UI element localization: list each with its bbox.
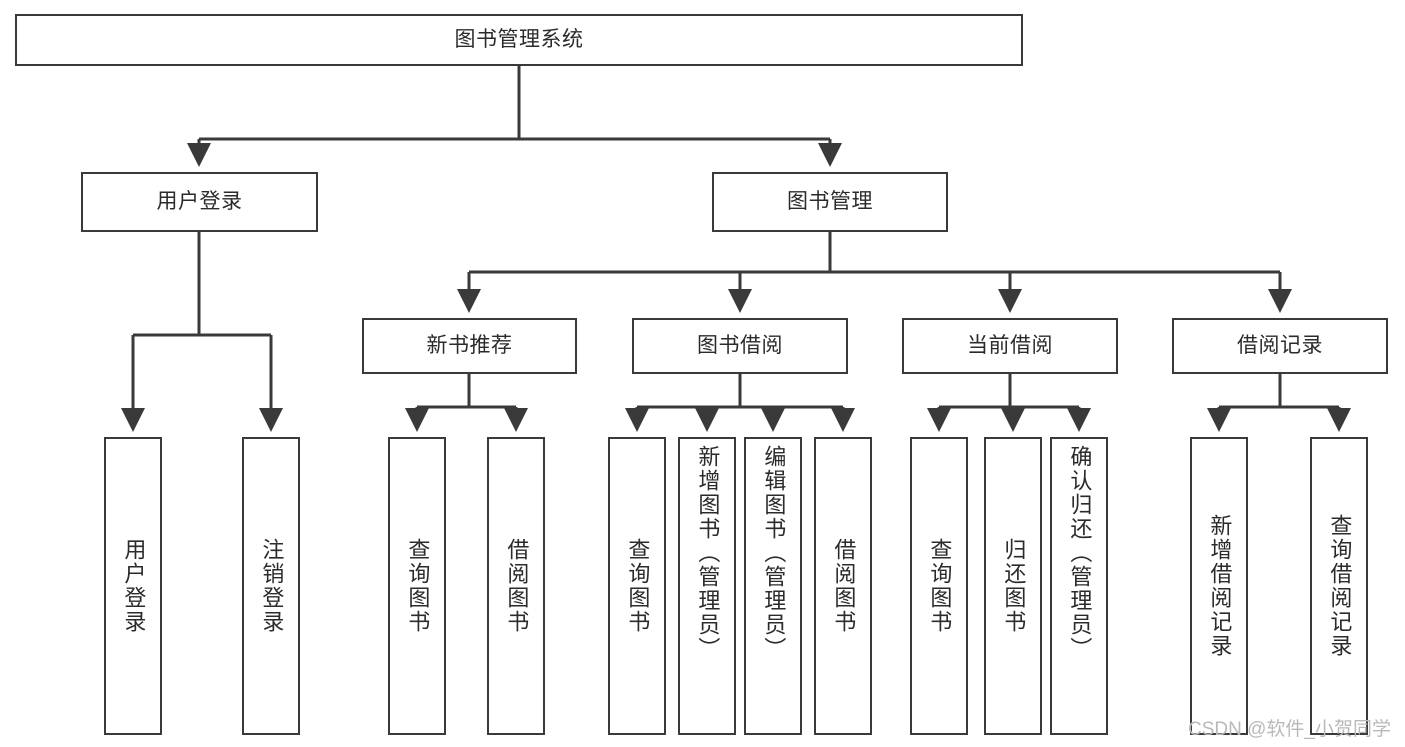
leaf-node[interactable]: 用户登录 xyxy=(104,437,162,735)
node-label: 图书管理 xyxy=(787,189,873,213)
node-book-borrowing[interactable]: 图书借阅 xyxy=(632,318,848,374)
node-label: 新书推荐 xyxy=(426,333,513,357)
node-current-borrowing[interactable]: 当前借阅 xyxy=(902,318,1118,374)
node-label: 当前借阅 xyxy=(967,333,1053,357)
node-label: 借阅记录 xyxy=(1237,333,1323,357)
node-label: 注销登录 xyxy=(259,538,285,634)
node-label: 新增借阅记录 xyxy=(1207,514,1233,658)
csdn-watermark: CSDN @软件_小贺同学 xyxy=(1188,719,1391,740)
leaf-node[interactable]: 借阅图书 xyxy=(814,437,872,735)
node-label: 用户登录 xyxy=(121,538,147,634)
node-label: 归还图书 xyxy=(1001,538,1027,634)
leaf-node[interactable]: 编辑图书（管理员） xyxy=(744,437,802,735)
node-label: 查询图书 xyxy=(927,538,953,634)
node-label: 查询图书 xyxy=(405,538,431,634)
node-book-management[interactable]: 图书管理 xyxy=(712,172,948,232)
node-label: 图书管理系统 xyxy=(454,27,584,51)
node-label: 查询图书 xyxy=(625,538,651,634)
leaf-node[interactable]: 借阅图书 xyxy=(487,437,545,735)
node-label: 查询借阅记录 xyxy=(1327,514,1353,658)
node-label: 新增图书（管理员） xyxy=(695,445,721,661)
node-label: 借阅图书 xyxy=(831,538,857,634)
leaf-node[interactable]: 查询图书 xyxy=(910,437,968,735)
leaf-node[interactable]: 新增图书（管理员） xyxy=(678,437,736,735)
node-borrow-records[interactable]: 借阅记录 xyxy=(1172,318,1388,374)
node-label: 编辑图书（管理员） xyxy=(761,445,787,661)
node-label: 确认归还（管理员） xyxy=(1067,445,1093,661)
node-label: 借阅图书 xyxy=(504,538,530,634)
leaf-node[interactable]: 归还图书 xyxy=(984,437,1042,735)
leaf-node[interactable]: 注销登录 xyxy=(242,437,300,735)
node-label: 图书借阅 xyxy=(697,333,783,357)
leaf-node[interactable]: 查询图书 xyxy=(608,437,666,735)
node-label: 用户登录 xyxy=(156,189,243,213)
leaf-node[interactable]: 新增借阅记录 xyxy=(1190,437,1248,735)
leaf-node[interactable]: 确认归还（管理员） xyxy=(1050,437,1108,735)
node-new-book-recommendation[interactable]: 新书推荐 xyxy=(362,318,577,374)
leaf-node[interactable]: 查询借阅记录 xyxy=(1310,437,1368,735)
node-root-system[interactable]: 图书管理系统 xyxy=(15,14,1023,66)
node-user-login[interactable]: 用户登录 xyxy=(81,172,318,232)
leaf-node[interactable]: 查询图书 xyxy=(388,437,446,735)
